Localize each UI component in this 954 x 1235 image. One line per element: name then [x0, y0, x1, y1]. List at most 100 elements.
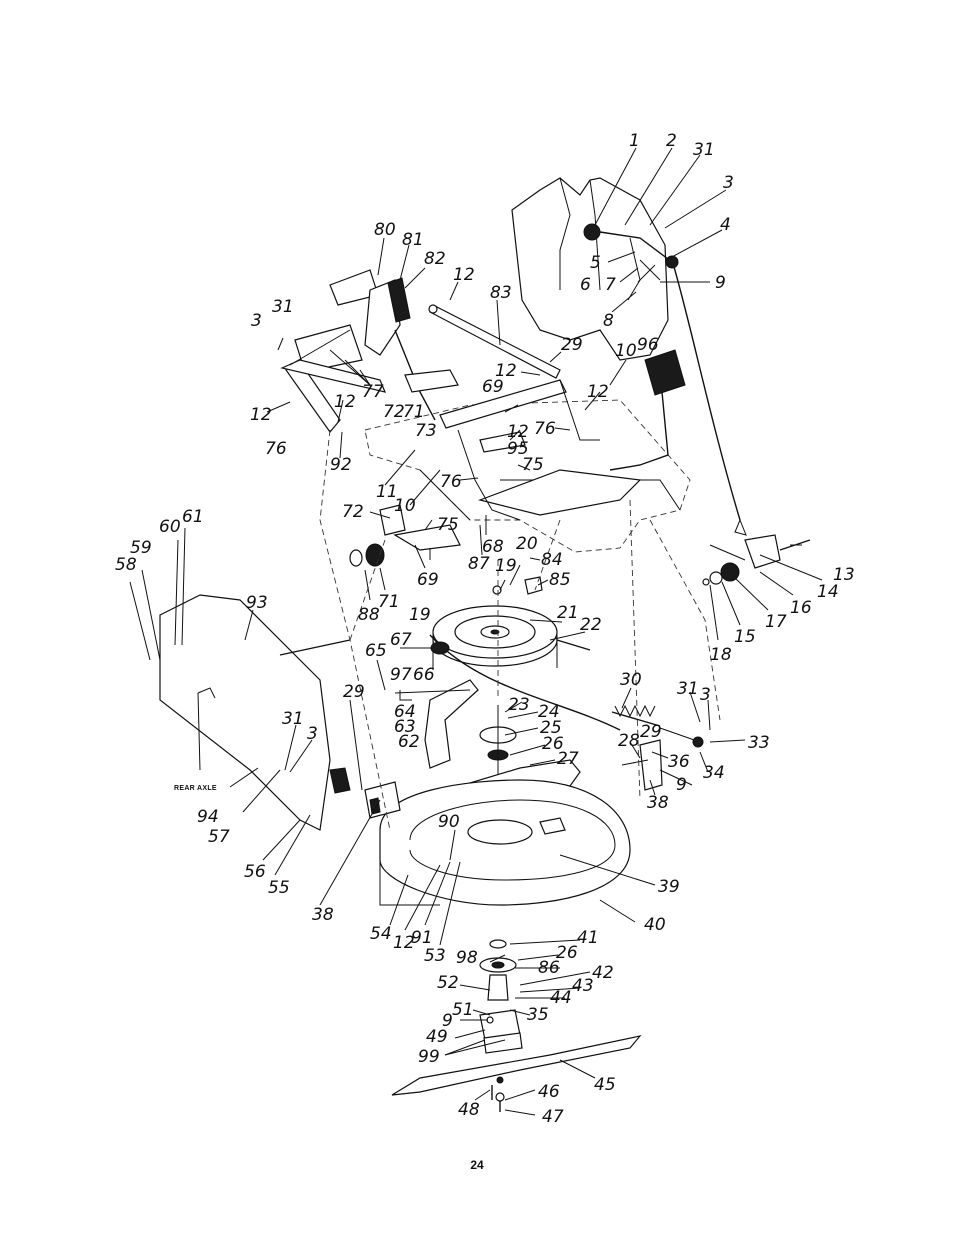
callout-87: 87	[468, 554, 490, 574]
callout-90: 90	[438, 812, 460, 832]
callout-58: 58	[115, 555, 137, 575]
callout-33: 33	[748, 733, 770, 753]
callout-64: 64	[394, 702, 416, 722]
callout-76: 76	[534, 419, 556, 439]
callout-7: 7	[605, 275, 616, 295]
callout-29: 29	[640, 722, 662, 742]
right-pulley-bracket	[702, 534, 811, 586]
callout-81: 81	[402, 230, 424, 250]
callout-31: 31	[693, 140, 715, 160]
callout-10: 10	[394, 496, 416, 516]
callout-73: 73	[415, 421, 437, 441]
callout-1: 1	[629, 131, 640, 151]
callout-39: 39	[658, 877, 680, 897]
callout-5: 5	[590, 253, 601, 273]
leader-lines	[129, 147, 823, 1116]
callout-62: 62	[398, 732, 420, 752]
callout-9: 9	[676, 775, 687, 795]
cross-shaft	[428, 304, 561, 379]
callout-34: 34	[703, 763, 725, 783]
callout-49: 49	[426, 1027, 448, 1047]
callout-12: 12	[587, 382, 609, 402]
frame-rails	[439, 379, 600, 521]
callout-98: 98	[456, 948, 478, 968]
callout-53: 53	[424, 946, 446, 966]
callout-72: 72	[383, 402, 405, 422]
callout-2: 2	[666, 131, 677, 151]
mower-deck	[379, 779, 631, 906]
callout-38: 38	[312, 905, 334, 925]
callout-30: 30	[620, 670, 642, 690]
callout-65: 65	[365, 641, 387, 661]
callout-93: 93	[246, 593, 268, 613]
callout-8: 8	[603, 311, 614, 331]
callout-31: 31	[677, 679, 699, 699]
callout-6: 6	[580, 275, 591, 295]
callout-56: 56	[244, 862, 266, 882]
callout-20: 20	[516, 534, 538, 554]
callout-12: 12	[250, 405, 272, 425]
callout-10: 10	[615, 341, 637, 361]
callout-92: 92	[330, 455, 352, 475]
callout-61: 61	[182, 507, 204, 527]
callout-25: 25	[540, 718, 562, 738]
callout-85: 85	[549, 570, 571, 590]
callout-12: 12	[334, 392, 356, 412]
tension-spring-bracket	[611, 704, 704, 791]
callout-71: 71	[378, 592, 400, 612]
callout-75: 75	[437, 515, 459, 535]
callout-84: 84	[541, 550, 563, 570]
blade-bolts	[491, 1085, 505, 1112]
callout-3: 3	[723, 173, 734, 193]
brake-pedal	[609, 349, 686, 471]
callout-12: 12	[393, 933, 415, 953]
callout-77: 77	[362, 382, 384, 402]
rear-guard	[159, 594, 351, 831]
callout-38: 38	[647, 793, 669, 813]
callout-29: 29	[561, 335, 583, 355]
main-drive-pulley	[429, 605, 621, 731]
mower-blade	[391, 1035, 642, 1096]
callout-80: 80	[374, 220, 396, 240]
callout-54: 54	[370, 924, 392, 944]
callout-86: 86	[538, 958, 560, 978]
callout-12: 12	[453, 265, 475, 285]
callout-3: 3	[251, 311, 262, 331]
callout-27: 27	[557, 749, 579, 769]
callout-19: 19	[495, 556, 517, 576]
callout-44: 44	[550, 988, 572, 1008]
callout-11: 11	[376, 482, 398, 502]
lift-lever-assembly	[329, 269, 459, 421]
callout-83: 83	[490, 283, 512, 303]
callout-67: 67	[390, 630, 412, 650]
callout-36: 36	[668, 752, 690, 772]
rear-axle-label: REAR AXLE	[174, 785, 217, 792]
callout-43: 43	[572, 976, 594, 996]
rear-axle	[197, 639, 351, 771]
callout-26: 26	[556, 943, 578, 963]
callout-31: 31	[272, 297, 294, 317]
throttle-knob-assembly	[583, 223, 679, 301]
callout-88: 88	[358, 605, 380, 625]
callout-22: 22	[580, 615, 602, 635]
callout-91: 91	[411, 928, 433, 948]
callout-21: 21	[557, 603, 579, 623]
idler-pulley-small	[349, 543, 385, 567]
callout-96: 96	[637, 335, 659, 355]
callout-72: 72	[342, 502, 364, 522]
control-cable	[671, 259, 747, 536]
callout-28: 28	[618, 731, 640, 751]
callout-9: 9	[715, 273, 726, 293]
callout-69: 69	[417, 570, 439, 590]
callout-18: 18	[710, 645, 732, 665]
blade-spindle-assembly	[479, 939, 523, 1054]
callout-23: 23	[508, 695, 530, 715]
callout-14: 14	[817, 582, 839, 602]
callout-3: 3	[307, 724, 318, 744]
callout-69: 69	[482, 377, 504, 397]
callout-57: 57	[208, 827, 230, 847]
callout-97: 97	[390, 665, 412, 685]
callout-24: 24	[538, 702, 560, 722]
belt-guide	[492, 576, 543, 595]
